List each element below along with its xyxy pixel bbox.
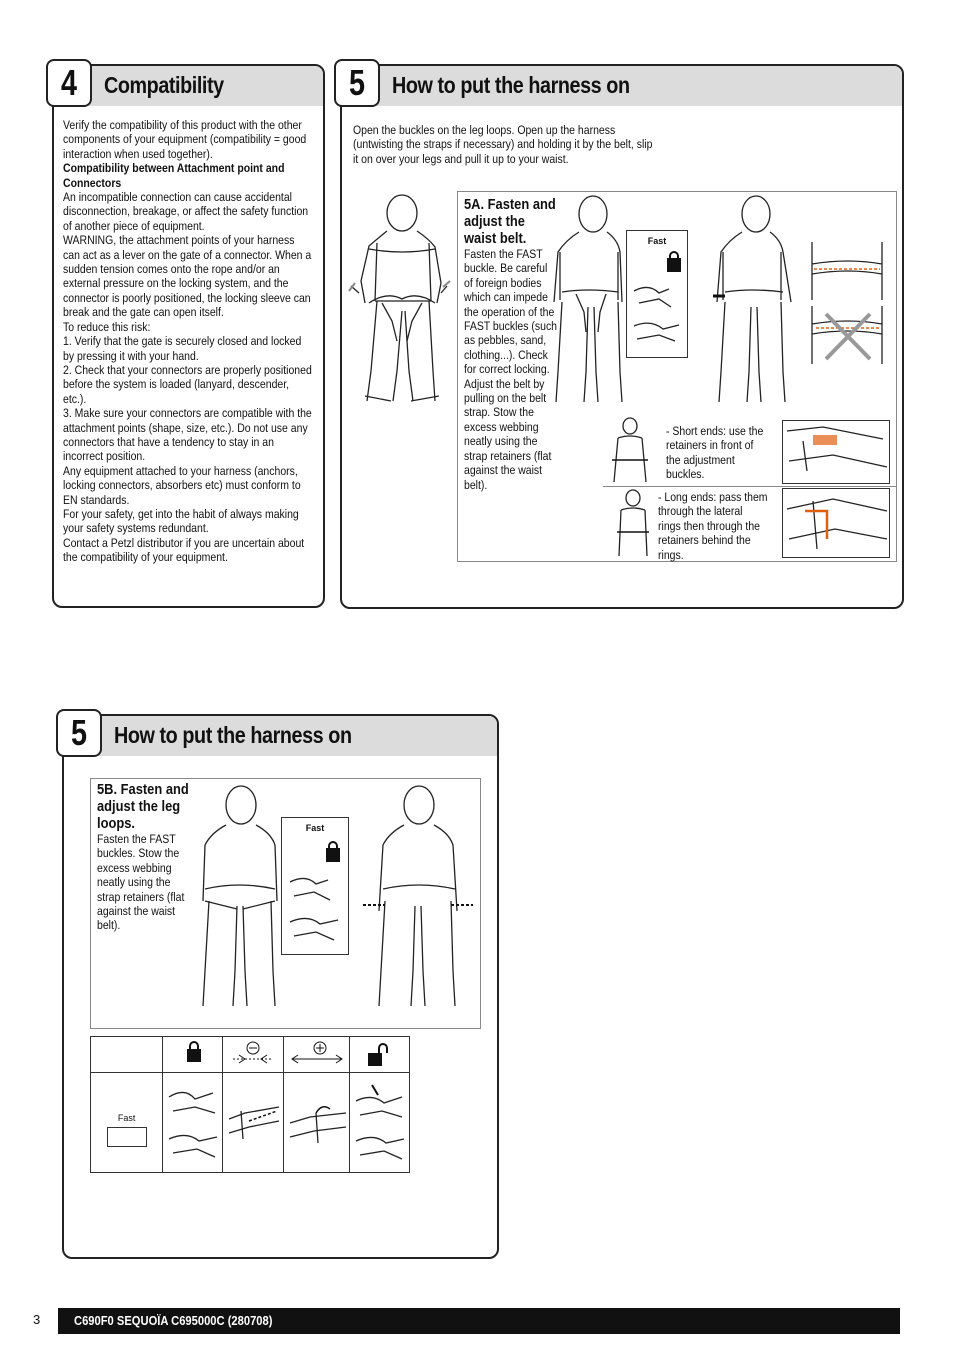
legloop-adjust-matrix: Fast <box>89 1036 411 1173</box>
long-ends-sketch <box>786 498 888 550</box>
long-ends-text: - Long ends: pass them through the later… <box>658 490 768 562</box>
section-5a-header <box>342 66 902 106</box>
section-4-body: Verify the compatibility of this product… <box>63 118 312 565</box>
matrix-cell-lock-sketch <box>162 1072 224 1173</box>
figure-waist-long <box>617 489 649 557</box>
step-5a-title: 5A. Fasten and adjust the waist belt. <box>464 196 556 247</box>
matrix-header-loosen <box>282 1036 350 1073</box>
section-4-title: Compatibility <box>104 72 224 98</box>
section-5b-title: How to put the harness on <box>114 722 352 748</box>
legloop-hand-sketch <box>289 877 339 941</box>
matrix-header-locked <box>162 1036 224 1073</box>
fast-buckle-detail-5b: Fast <box>281 817 349 955</box>
figure-man-pulling-belt <box>713 195 792 403</box>
section-5b-panel: How to put the harness on 5B. Fasten and… <box>62 714 499 1259</box>
loosen-step-sketch <box>289 1106 346 1144</box>
section-4-header <box>54 66 323 106</box>
lock-step-sketch <box>168 1091 218 1158</box>
short-ends-sketch <box>786 426 888 472</box>
fast-label-5b: Fast <box>305 823 325 833</box>
section-4-paragraph: 2. Check that your connectors are proper… <box>63 362 312 406</box>
lock-icon <box>667 258 681 272</box>
section-5b-number: 5 <box>56 709 102 757</box>
section-5a-number: 5 <box>334 59 380 107</box>
section-5a-title: How to put the harness on <box>392 72 630 98</box>
section-5a-panel: How to put the harness on Open the buckl… <box>340 64 904 609</box>
section-5b-header <box>64 716 497 756</box>
fast-buckle-detail-5a: Fast <box>626 230 688 358</box>
fast-label-5a: Fast <box>647 236 667 246</box>
section-4-paragraph: 3. Make sure your connectors are compati… <box>63 406 312 464</box>
waist-closeup-incorrect <box>811 306 883 364</box>
section-4-paragraph: Any equipment attached to your harness (… <box>63 463 301 507</box>
long-ends-closeup <box>782 488 890 558</box>
lock-icon-5b <box>326 848 340 862</box>
section-4-paragraph: WARNING, the attachment points of your h… <box>63 233 312 320</box>
step-5a-text-block: 5A. Fasten and adjust the waist belt. Fa… <box>464 196 559 492</box>
tighten-step-sketch <box>229 1106 280 1140</box>
fast-buckle-thumbnail <box>107 1127 147 1147</box>
figure-waist-short <box>612 417 648 483</box>
section-4-paragraph: Contact a Petzl distributor if you are u… <box>63 535 305 565</box>
step-5a-text: Fasten the FAST buckle. Be careful of fo… <box>464 247 558 492</box>
section-4-paragraph: For your safety, get into the habit of a… <box>63 506 299 536</box>
lock-shackle-5b <box>328 841 338 851</box>
matrix-cell-tighten-sketch <box>222 1072 284 1173</box>
footer-doc-ref-bar: C690F0 SEQUOÏA C695000C (280708) <box>58 1308 900 1334</box>
section-5a-intro: Open the buckles on the leg loops. Open … <box>353 123 653 166</box>
page-number: 3 <box>33 1312 41 1327</box>
section-4-paragraph: Verify the compatibility of this product… <box>63 118 307 161</box>
step-5b-frame: 5B. Fasten and adjust the leg loops. Fas… <box>90 778 481 1029</box>
step-5a-frame: 5A. Fasten and adjust the waist belt. Fa… <box>457 191 897 562</box>
loosen-icon <box>290 1041 343 1064</box>
step-5b-text-block: 5B. Fasten and adjust the leg loops. Fas… <box>97 781 192 933</box>
matrix-cell-unlock-sketch <box>348 1072 411 1173</box>
unlocked-shackle <box>377 1043 388 1053</box>
section-4-paragraph: An incompatible connection can cause acc… <box>63 190 309 233</box>
locked-shackle <box>189 1041 200 1051</box>
figure-man-adjusting-legloops <box>363 785 473 1007</box>
matrix-row-fast: Fast <box>89 1072 164 1173</box>
matrix-cell-loosen-sketch <box>282 1072 350 1173</box>
figure-man-holding-harness <box>348 194 451 402</box>
section-4-panel: Compatibility Verify the compatibility o… <box>52 64 325 608</box>
unlock-step-sketch <box>355 1084 404 1160</box>
section-4-paragraph: 1. Verify that the gate is securely clos… <box>63 334 302 363</box>
section-4-paragraph: Compatibility between Attachment point a… <box>63 161 285 190</box>
step-5b-text: Fasten the FAST buckles. Stow the excess… <box>97 832 185 933</box>
short-ends-closeup <box>782 420 890 484</box>
matrix-row-label: Fast <box>117 1113 136 1123</box>
ends-divider <box>603 486 897 487</box>
matrix-header-blank <box>89 1036 164 1073</box>
matrix-header-unlocked <box>348 1036 411 1073</box>
figure-man-fastening-legloops <box>202 785 278 1007</box>
buckle-hand-sketch <box>633 286 680 342</box>
step-5b-title: 5B. Fasten and adjust the leg loops. <box>97 781 189 832</box>
footer-doc-ref: C690F0 SEQUOÏA C695000C (280708) <box>74 1313 273 1328</box>
section-4-paragraph: To reduce this risk: <box>63 319 151 334</box>
section-4-number: 4 <box>46 59 92 107</box>
matrix-header-tighten <box>222 1036 284 1073</box>
waist-closeup-correct <box>811 242 883 300</box>
tighten-icon <box>233 1041 274 1064</box>
unlocked-icon <box>367 1053 382 1066</box>
figure-man-fastening-belt <box>553 195 623 403</box>
lock-shackle <box>669 251 679 261</box>
locked-icon <box>187 1049 202 1062</box>
short-ends-text: - Short ends: use the retainers in front… <box>666 424 764 482</box>
